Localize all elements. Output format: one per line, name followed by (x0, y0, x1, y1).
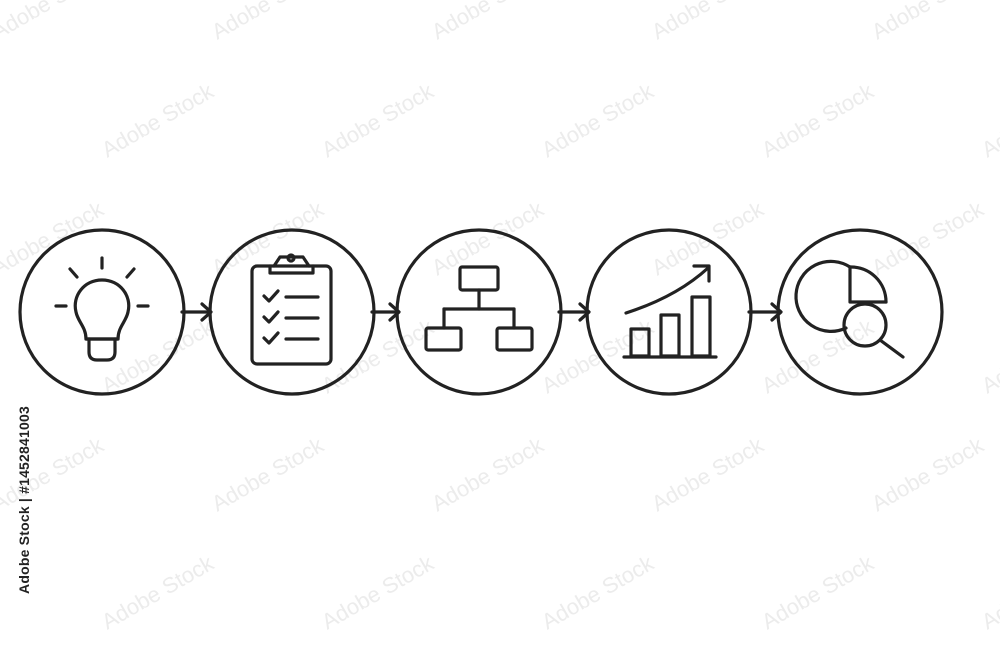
connector-4 (747, 302, 783, 322)
step-3-circle (395, 228, 563, 396)
stock-id-text: Adobe Stock | #145284​1003 (16, 406, 32, 594)
step-5-circle (776, 228, 944, 396)
pie-chart-magnifier-icon (794, 259, 905, 359)
step-5 (776, 228, 944, 396)
step-1-circle (18, 228, 186, 396)
lightbulb-icon (54, 256, 150, 362)
connector-2 (370, 302, 401, 322)
step-1 (18, 228, 186, 396)
step-3 (395, 228, 563, 396)
hierarchy-flowchart-icon (424, 265, 534, 352)
step-4 (585, 228, 753, 396)
step-4-circle (585, 228, 753, 396)
connector-3 (557, 302, 591, 322)
clipboard-checklist-icon (250, 253, 333, 366)
growth-bar-chart-icon (622, 264, 718, 359)
stock-id-label: Adobe Stock | #145284​1003 (12, 406, 36, 594)
connector-1 (180, 302, 213, 322)
step-2 (208, 228, 376, 396)
